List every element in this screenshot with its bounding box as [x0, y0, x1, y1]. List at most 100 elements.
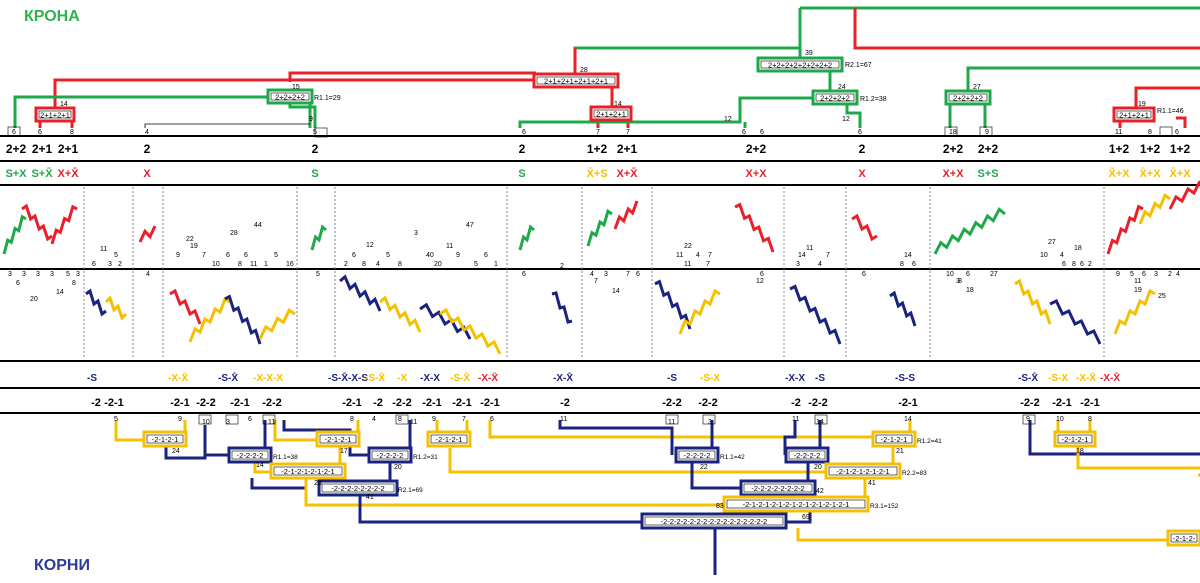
- sum-cell-2: 2+1: [58, 142, 79, 156]
- root-link-13: [250, 478, 306, 490]
- neg-type-cell-6: -X: [397, 373, 407, 384]
- neg-sum-cell-12: -2: [560, 397, 570, 409]
- lower-number-34: 4: [1176, 271, 1180, 278]
- root-number-30: 69: [802, 514, 810, 521]
- upper-number-38: 7: [706, 261, 710, 268]
- sum-cell-8: 2+2: [746, 142, 767, 156]
- root-link-1: [114, 420, 145, 442]
- crown-box-7-text: 2+2+2+2: [953, 94, 983, 103]
- root-box-12-inner: [743, 483, 813, 493]
- neg-type-cell-18: -X-X̄: [1076, 372, 1096, 384]
- wave-lower-11: [551, 291, 573, 324]
- wave-upper-9: [734, 202, 775, 253]
- crown-box-7-inner: [948, 93, 988, 102]
- crown-number-1: 28: [580, 67, 588, 74]
- type-cell-7: X+X̄: [616, 168, 638, 180]
- roots-title: КОРНИ: [34, 557, 90, 574]
- upper-number-32: 5: [474, 261, 478, 268]
- upper-number-10: 8: [238, 261, 242, 268]
- crown-number-4: 14: [614, 101, 622, 108]
- root-box-6-inner: [273, 466, 343, 476]
- crown-tick-box-4: [1159, 126, 1173, 137]
- lower-number-26: 3: [956, 278, 960, 285]
- neg-type-cell-11: -S: [667, 373, 677, 384]
- root-number-16: 11: [792, 416, 799, 423]
- wave-upper-10: [851, 213, 878, 242]
- lower-number-4: 5: [66, 271, 70, 278]
- upper-number-24: 5: [386, 252, 390, 259]
- root-box-8-text: -2-2-2-2: [684, 451, 711, 460]
- root-link-5: [253, 462, 275, 474]
- neg-type-cell-8: -S-X̄: [450, 372, 470, 384]
- root-box-7-inner: [321, 483, 395, 493]
- lower-number-17: 7: [626, 271, 630, 278]
- upper-number-3: 3: [108, 261, 112, 268]
- root-number-9: 11: [410, 419, 417, 426]
- upper-number-1: 5: [114, 252, 118, 259]
- root-number-23: 28: [314, 480, 322, 487]
- root-number-5: 11: [268, 419, 275, 426]
- sum-cell-11: 2+2: [978, 142, 999, 156]
- crown-note-r11b: R1.1=46: [1157, 108, 1184, 115]
- sum-cell-7: 2+1: [617, 142, 638, 156]
- root-box-10-text: -2-1-2-1: [881, 435, 908, 444]
- sum-cell-5: 2: [519, 142, 526, 156]
- neg-type-cell-2: -S-X̄: [218, 372, 238, 384]
- upper-number-46: 27: [1048, 239, 1056, 246]
- root-link-30: [796, 528, 1170, 542]
- crown-box-3-inner: [536, 76, 616, 85]
- lower-number-12: 6: [522, 271, 526, 278]
- crown-number-22: 18: [949, 129, 957, 136]
- crown-tick-box-3: [979, 126, 993, 137]
- wave-lower-12: [654, 279, 692, 330]
- type-cell-8: X+X: [745, 168, 767, 180]
- root-link-7: [273, 420, 318, 442]
- root-link-19: [488, 420, 875, 439]
- upper-number-48: 18: [1074, 245, 1082, 252]
- crown-box-3-text: 2+1+2+1+2+1+2+1: [544, 77, 608, 86]
- root-tick-box-1: [225, 414, 239, 425]
- crown-number-13: 8: [70, 129, 74, 136]
- root-box-2-text: -2-1-2-1: [325, 435, 352, 444]
- lower-number-22: 6: [862, 271, 866, 278]
- upper-number-43: 3: [796, 261, 800, 268]
- neg-sum-cell-5: -2-2: [262, 397, 282, 409]
- sum-cell-12: 1+2: [1109, 142, 1130, 156]
- root-number-20: 14: [256, 462, 264, 469]
- crown-number-0: 39: [805, 50, 813, 57]
- neg-sum-cell-6: -2-1: [342, 397, 362, 409]
- crown-number-11: 6: [12, 129, 16, 136]
- sum-cell-0: 2+2: [6, 142, 27, 156]
- root-number-29: 41: [868, 480, 876, 487]
- root-note-r22: R2.2=83: [902, 470, 927, 477]
- crown-number-20: 6: [760, 129, 764, 136]
- type-cell-3: X: [143, 168, 151, 180]
- upper-number-13: 44: [254, 222, 262, 229]
- lower-number-9: 14: [56, 289, 64, 296]
- type-cell-9: X: [858, 168, 866, 180]
- wave-upper-13: [1138, 192, 1171, 225]
- neg-type-cell-5: -S-X̄: [365, 372, 385, 384]
- neg-type-cell-14: -S: [815, 373, 825, 384]
- crown-number-17: 7: [596, 129, 600, 136]
- lower-number-31: 6: [1142, 271, 1146, 278]
- root-number-18: 14: [904, 416, 912, 423]
- root-box-1-inner: [146, 434, 184, 444]
- wave-upper-1: [2, 214, 27, 255]
- crown-link-24: [1134, 86, 1200, 107]
- root-tick-box-3: [395, 414, 409, 425]
- crown-number-2: 15: [292, 84, 300, 91]
- root-box-7-text: -2-2-2-2-2-2-2-2: [331, 484, 384, 493]
- wave-upper-4: [138, 225, 157, 243]
- neg-type-cell-9: -X-X̄: [478, 372, 498, 384]
- root-number-21: 17: [340, 448, 348, 455]
- upper-number-17: 1: [264, 261, 268, 268]
- upper-number-55: 8: [900, 261, 904, 268]
- wave-lower-6: [258, 308, 296, 340]
- crown-link-18: [560, 96, 815, 124]
- crown-number-24: 11: [1115, 129, 1122, 136]
- crown-box-2-text: 2+2+2+2: [275, 93, 305, 102]
- wave-upper-7: [586, 208, 613, 247]
- crown-tick-box-1: [314, 127, 328, 138]
- lower-number-18: 14: [612, 288, 620, 295]
